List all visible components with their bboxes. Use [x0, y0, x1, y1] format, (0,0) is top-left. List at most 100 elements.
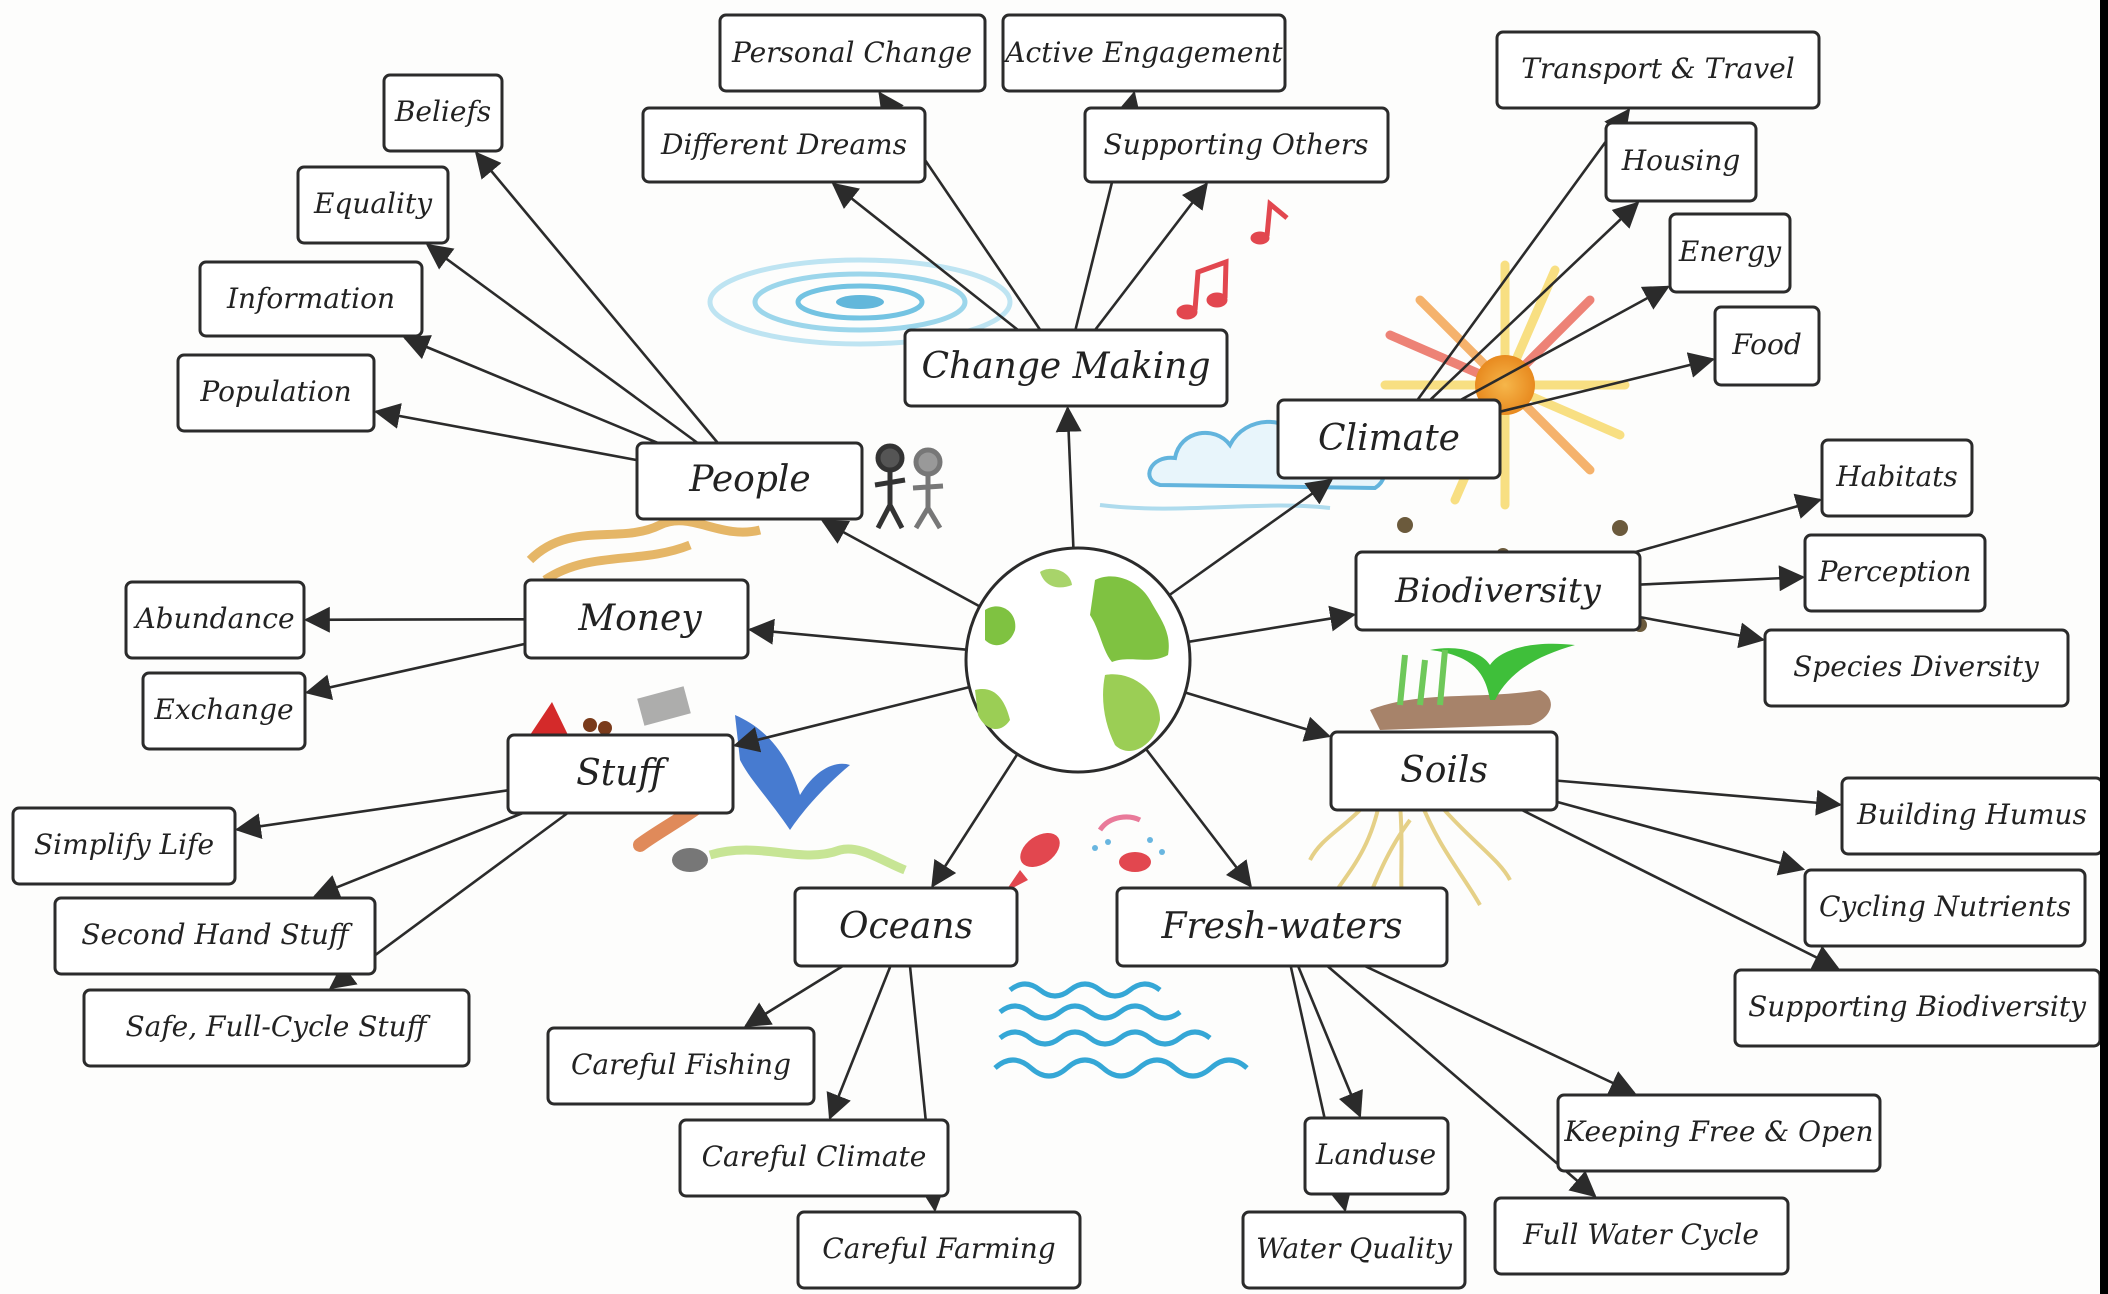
node-people[interactable]: People — [635, 441, 864, 521]
svg-text:Change Making: Change Making — [921, 346, 1210, 387]
svg-text:Housing: Housing — [1621, 144, 1741, 177]
edge-globe-to-climate — [1168, 478, 1334, 597]
node-active-engagement[interactable]: Active Engagement — [1001, 13, 1287, 93]
node-full-water-cycle[interactable]: Full Water Cycle — [1493, 1196, 1790, 1276]
node-simplify-life[interactable]: Simplify Life — [11, 806, 237, 886]
edge-globe-to-oceans — [931, 753, 1019, 888]
node-stuff[interactable]: Stuff — [506, 733, 735, 815]
node-water-quality[interactable]: Water Quality — [1241, 1210, 1467, 1290]
node-building-humus[interactable]: Building Humus — [1840, 776, 2100, 856]
svg-text:Simplify Life: Simplify Life — [34, 828, 214, 861]
svg-text:People: People — [688, 459, 810, 500]
node-transport-travel[interactable]: Transport & Travel — [1495, 30, 1821, 110]
node-money[interactable]: Money — [523, 578, 750, 660]
node-safe-full-cycle-stuff[interactable]: Safe, Full-Cycle Stuff — [82, 988, 471, 1068]
node-cycling-nutrients[interactable]: Cycling Nutrients — [1803, 868, 2087, 948]
svg-text:Safe, Full-Cycle Stuff: Safe, Full-Cycle Stuff — [125, 1010, 430, 1043]
svg-text:Full Water Cycle: Full Water Cycle — [1522, 1218, 1759, 1251]
svg-text:Equality: Equality — [313, 187, 433, 220]
svg-text:Biodiversity: Biodiversity — [1394, 571, 1602, 611]
node-second-hand-stuff[interactable]: Second Hand Stuff — [53, 896, 377, 976]
bird-icon — [735, 715, 850, 830]
edge-money-to-exchange — [304, 642, 526, 700]
node-careful-climate[interactable]: Careful Climate — [678, 1118, 950, 1198]
svg-text:Habitats: Habitats — [1835, 460, 1958, 493]
svg-text:Fresh-waters: Fresh-waters — [1160, 906, 1402, 947]
node-species-diversity[interactable]: Species Diversity — [1763, 628, 2070, 708]
node-climate[interactable]: Climate — [1276, 398, 1502, 480]
edge-biodiversity-to-species-diversity — [1639, 615, 1766, 649]
svg-text:Oceans: Oceans — [839, 906, 973, 947]
node-personal-change[interactable]: Personal Change — [718, 13, 987, 93]
waves-icon — [993, 981, 1249, 1079]
edge-globe-to-people — [821, 519, 981, 608]
edge-globe-to-money — [747, 618, 967, 651]
globe-icon — [964, 546, 1192, 774]
svg-text:Active Engagement: Active Engagement — [1002, 36, 1283, 69]
svg-text:Careful Climate: Careful Climate — [702, 1140, 927, 1173]
svg-text:Careful Fishing: Careful Fishing — [571, 1048, 791, 1081]
edge-people-to-beliefs — [474, 151, 719, 444]
svg-text:Soils: Soils — [1400, 750, 1488, 791]
edge-people-to-population — [373, 403, 638, 462]
node-supporting-biodiversity[interactable]: Supporting Biodiversity — [1733, 968, 2100, 1048]
node-population[interactable]: Population — [176, 353, 376, 433]
svg-text:Supporting Others: Supporting Others — [1104, 128, 1369, 161]
node-food[interactable]: Food — [1713, 305, 1821, 387]
node-change-making[interactable]: Change Making — [903, 328, 1229, 408]
node-biodiversity[interactable]: Biodiversity — [1354, 550, 1642, 632]
edge-globe-to-biodiversity — [1188, 605, 1357, 644]
node-fresh-waters[interactable]: Fresh-waters — [1115, 886, 1449, 968]
people-icon — [874, 443, 944, 530]
svg-text:Second Hand Stuff: Second Hand Stuff — [81, 918, 353, 951]
node-supporting-others[interactable]: Supporting Others — [1083, 106, 1390, 184]
edge-change-making-to-different-dreams — [831, 182, 1019, 332]
edge-stuff-to-second-hand-stuff — [313, 811, 524, 900]
node-habitats[interactable]: Habitats — [1820, 438, 1974, 518]
svg-text:Supporting Biodiversity: Supporting Biodiversity — [1748, 990, 2087, 1023]
edge-globe-to-soils — [1184, 691, 1332, 742]
node-soils[interactable]: Soils — [1329, 730, 1559, 812]
node-information[interactable]: Information — [198, 260, 424, 338]
svg-text:Landuse: Landuse — [1315, 1138, 1436, 1171]
edge-climate-to-housing — [1429, 201, 1640, 401]
edge-biodiversity-to-perception — [1639, 565, 1806, 592]
edge-fresh-waters-to-full-water-cycle — [1326, 965, 1597, 1198]
nodes: Change Making People Money Stuff Oceans … — [11, 13, 2100, 1290]
edge-change-making-to-supporting-others — [1094, 182, 1208, 331]
svg-text:Species Diversity: Species Diversity — [1793, 650, 2040, 683]
node-oceans[interactable]: Oceans — [793, 886, 1019, 968]
node-perception[interactable]: Perception — [1803, 533, 1987, 613]
svg-text:Population: Population — [199, 375, 351, 408]
edge-stuff-to-simplify-life — [234, 789, 509, 840]
rope-icon — [526, 516, 762, 584]
svg-text:Stuff: Stuff — [576, 753, 669, 794]
sprout-icon — [1370, 643, 1575, 730]
edge-people-to-information — [402, 335, 659, 445]
node-keeping-free-open[interactable]: Keeping Free & Open — [1556, 1093, 1882, 1173]
edge-money-to-abundance — [303, 606, 526, 633]
edges — [234, 90, 1843, 1213]
node-landuse[interactable]: Landuse — [1303, 1116, 1450, 1196]
edge-climate-to-energy — [1459, 285, 1670, 402]
node-exchange[interactable]: Exchange — [141, 671, 307, 751]
node-equality[interactable]: Equality — [296, 165, 450, 245]
node-different-dreams[interactable]: Different Dreams — [641, 106, 927, 184]
node-beliefs[interactable]: Beliefs — [382, 73, 504, 153]
node-careful-fishing[interactable]: Careful Fishing — [546, 1026, 816, 1106]
svg-text:Building Humus: Building Humus — [1856, 798, 2087, 831]
music-notes-icon — [1176, 199, 1289, 320]
svg-text:Cycling Nutrients: Cycling Nutrients — [1819, 890, 2071, 923]
node-abundance[interactable]: Abundance — [124, 580, 306, 660]
svg-text:Careful Farming: Careful Farming — [822, 1232, 1055, 1265]
node-housing[interactable]: Housing — [1604, 121, 1758, 203]
edge-fresh-waters-to-landuse — [1296, 965, 1363, 1119]
node-energy[interactable]: Energy — [1668, 212, 1792, 294]
node-careful-farming[interactable]: Careful Farming — [796, 1210, 1082, 1290]
edge-globe-to-fresh-waters — [1144, 748, 1252, 888]
svg-text:Perception: Perception — [1818, 555, 1972, 588]
svg-text:Exchange: Exchange — [153, 693, 293, 726]
edge-climate-to-food — [1499, 352, 1716, 413]
